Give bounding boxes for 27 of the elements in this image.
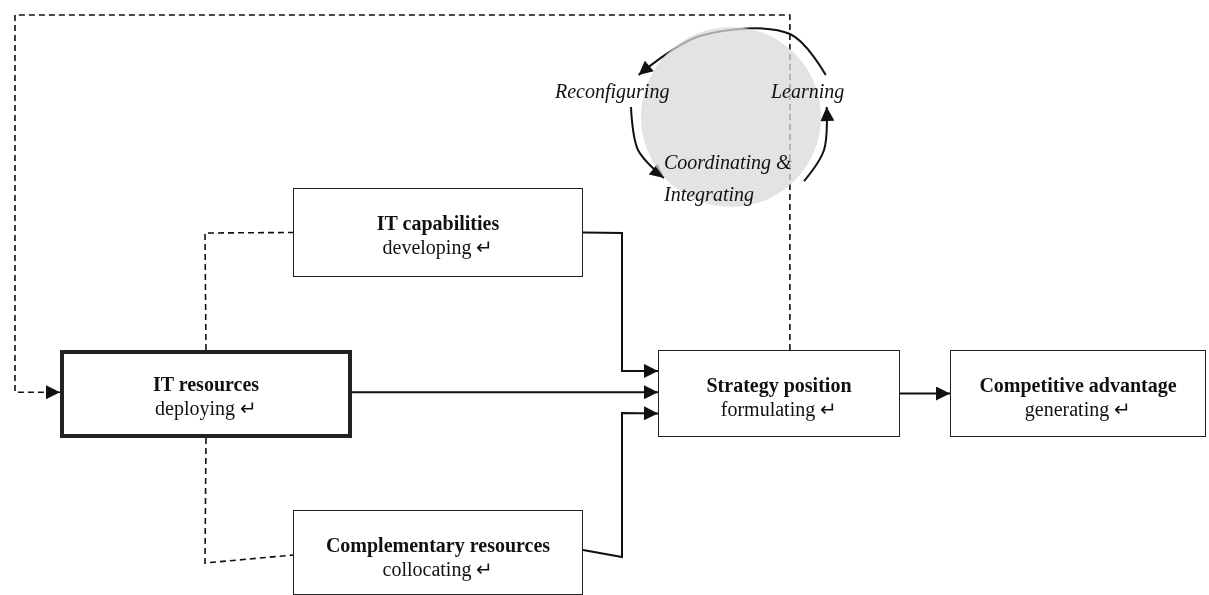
step-label: Reconfiguring <box>555 79 670 105</box>
step-label: Coordinating & Integrating <box>664 150 793 208</box>
process-box <box>658 350 900 437</box>
arrow <box>899 386 951 401</box>
dashed-connector <box>14 14 791 400</box>
process-box <box>293 510 583 595</box>
box-subtitle: collocating ↵ <box>382 557 494 581</box>
box-title: Complementary resources <box>325 533 551 557</box>
arrow <box>803 106 835 183</box>
process-box <box>293 188 583 277</box>
box-subtitle: deploying ↵ <box>155 396 257 420</box>
box-subtitle: formulating ↵ <box>720 397 838 421</box>
box-title: IT capabilities <box>376 211 500 235</box>
box-title: IT resources <box>152 372 260 396</box>
dashed-connector <box>204 231 294 351</box>
box-subtitle: developing ↵ <box>382 235 494 259</box>
process-box <box>60 350 352 438</box>
step-label: Learning <box>771 79 845 105</box>
box-subtitle: generating ↵ <box>1024 397 1132 421</box>
process-box <box>950 350 1206 437</box>
arrow <box>351 385 659 400</box>
arrow <box>630 106 665 179</box>
box-title: Competitive advantage <box>979 373 1177 397</box>
box-title: Strategy position <box>706 373 852 397</box>
arrow <box>582 406 659 559</box>
dashed-connector <box>204 437 294 564</box>
arrow <box>582 231 659 378</box>
